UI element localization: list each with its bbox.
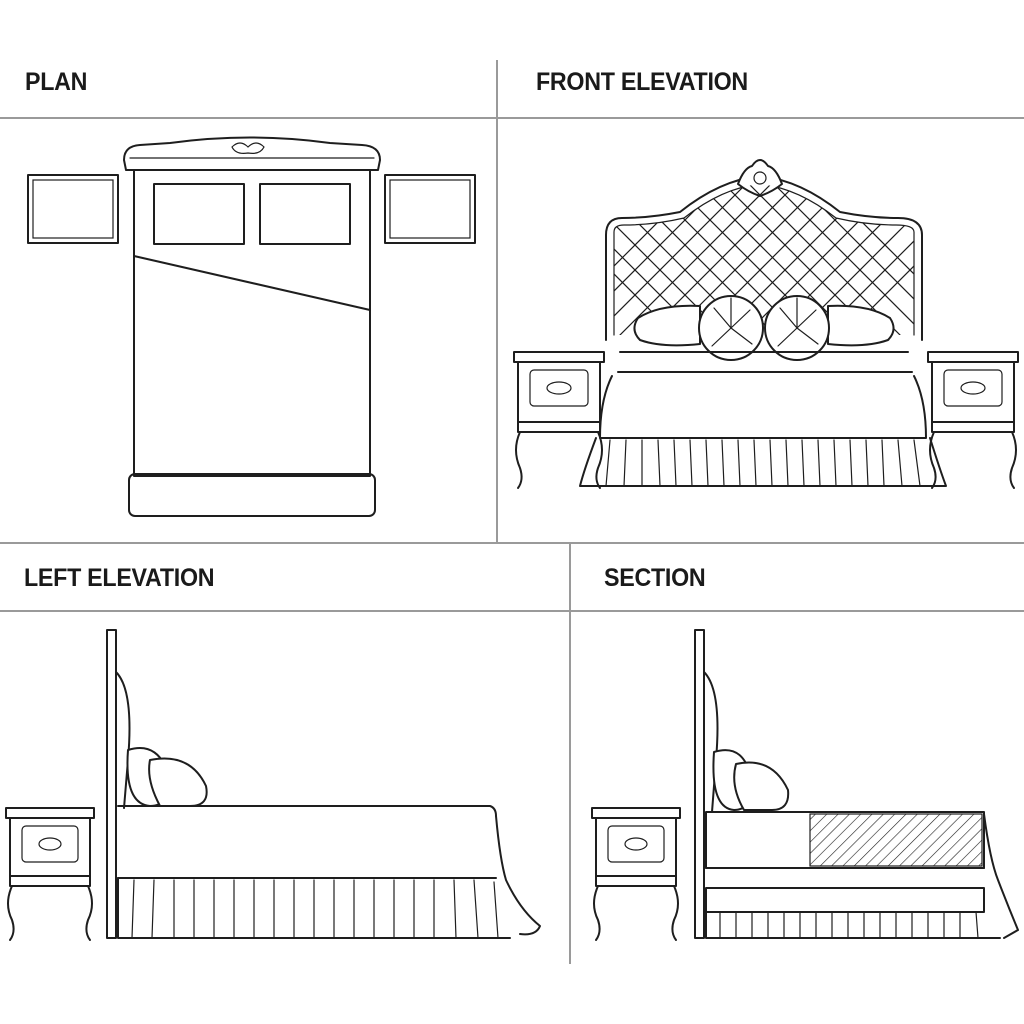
divider-top-vertical [496,60,498,542]
left-pillow-front [148,757,208,807]
section-pillow-front [733,761,790,811]
front-bolster-left [698,295,764,361]
plan-mattress [133,169,371,477]
front-pillow-right [827,304,895,347]
left-mattress [117,805,541,939]
left-elevation-drawing [5,629,541,941]
plan-pillow-left [153,183,245,245]
front-headboard [605,159,923,341]
left-nightstand [5,807,95,941]
section-drawing [591,629,1019,941]
divider-top-horizontal [0,117,1024,119]
section-mattress [705,811,1019,939]
plan-pillow-right [259,183,351,245]
front-nightstand-right [927,351,1019,489]
plan-title: PLAN [25,68,88,96]
section-nightstand [591,807,681,941]
section-cut-hatch [809,813,983,867]
plan-nightstand-left [27,174,119,244]
plan-headboard [123,136,381,171]
divider-bottom-vertical [569,544,571,964]
divider-bottom-horizontal [0,610,1024,612]
front-mattress [579,351,947,487]
front-tufting [614,184,914,335]
section-title: SECTION [604,564,706,592]
front-pillow-left [633,304,701,347]
front-bolster-right [764,295,830,361]
plan-nightstand-right [384,174,476,244]
divider-middle-horizontal [0,542,1024,544]
front-nightstand-left [513,351,605,489]
front-elevation-title: FRONT ELEVATION [536,68,748,96]
front-elevation-drawing [513,159,1019,489]
left-elevation-title: LEFT ELEVATION [24,564,215,592]
plan-drawing [27,136,476,517]
plan-footboard [128,473,376,517]
